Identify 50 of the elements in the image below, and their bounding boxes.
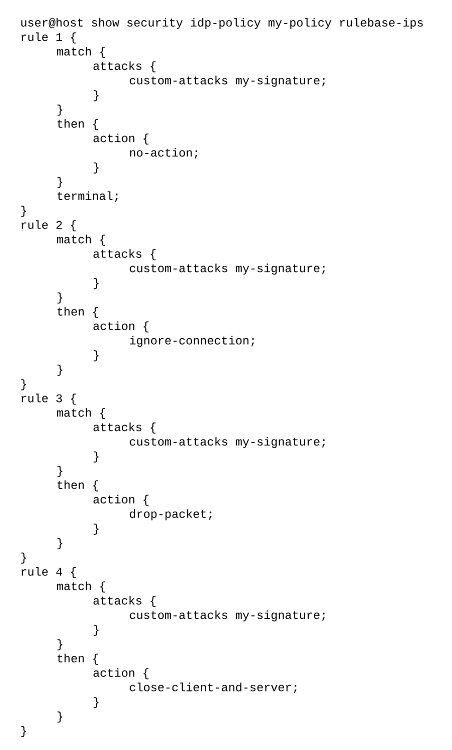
code-line: } [57, 712, 62, 723]
code-line: action { [94, 321, 148, 332]
code-line: match { [57, 234, 106, 246]
code-line: attacks { [94, 422, 156, 434]
code-line: custom-attacks my-signature; [130, 437, 325, 448]
code-line: action { [94, 668, 148, 680]
code-line: } [94, 451, 99, 462]
code-line: rule 3 { [22, 394, 76, 405]
code-line: ignore-connection; [130, 336, 254, 347]
code-line: drop-packet; [130, 509, 212, 520]
code-line: } [94, 90, 99, 102]
code-line: then { [58, 480, 98, 492]
code-line: attacks { [94, 596, 156, 607]
code-line: action { [94, 494, 148, 506]
code-line: } [21, 726, 26, 737]
code-line: custom-attacks my-signature; [130, 264, 325, 275]
code-line: } [57, 104, 62, 116]
code-line: } [94, 278, 99, 290]
code-line: then { [58, 119, 98, 130]
code-line: } [94, 624, 99, 636]
code-line: action { [94, 134, 148, 145]
code-line: close-client-and-server; [130, 682, 296, 694]
code-line: attacks { [94, 61, 156, 72]
code-line: terminal; [58, 191, 118, 202]
code-line: custom-attacks my-signature; [130, 76, 325, 87]
code-line: } [57, 292, 62, 304]
code-line: match { [57, 46, 106, 58]
code-line: match { [57, 582, 106, 592]
code-line: } [94, 697, 99, 708]
code-line: } [21, 206, 26, 217]
code-line: then { [58, 306, 98, 318]
code-line: } [57, 538, 62, 550]
code-line: attacks { [94, 249, 156, 260]
code-line: } [21, 379, 26, 390]
code-line: no-action; [130, 148, 198, 159]
code-line: } [94, 162, 99, 174]
code-line: match { [57, 408, 106, 420]
code-line: rule 1 { [22, 32, 76, 44]
code-line: rule 4 { [22, 567, 76, 578]
code-line: } [94, 524, 99, 535]
code-line: user@host show security idp-policy my-policy rulebase-ips [21, 18, 423, 29]
code-line: custom-attacks my-signature; [130, 610, 325, 622]
code-line: then { [58, 654, 98, 665]
code-line: } [57, 176, 62, 188]
code-line: } [94, 350, 99, 362]
code-line: } [21, 552, 26, 564]
code-line: } [57, 466, 62, 477]
code-line: } [57, 639, 62, 650]
code-line: } [57, 364, 62, 376]
code-line: rule 2 { [22, 220, 76, 232]
